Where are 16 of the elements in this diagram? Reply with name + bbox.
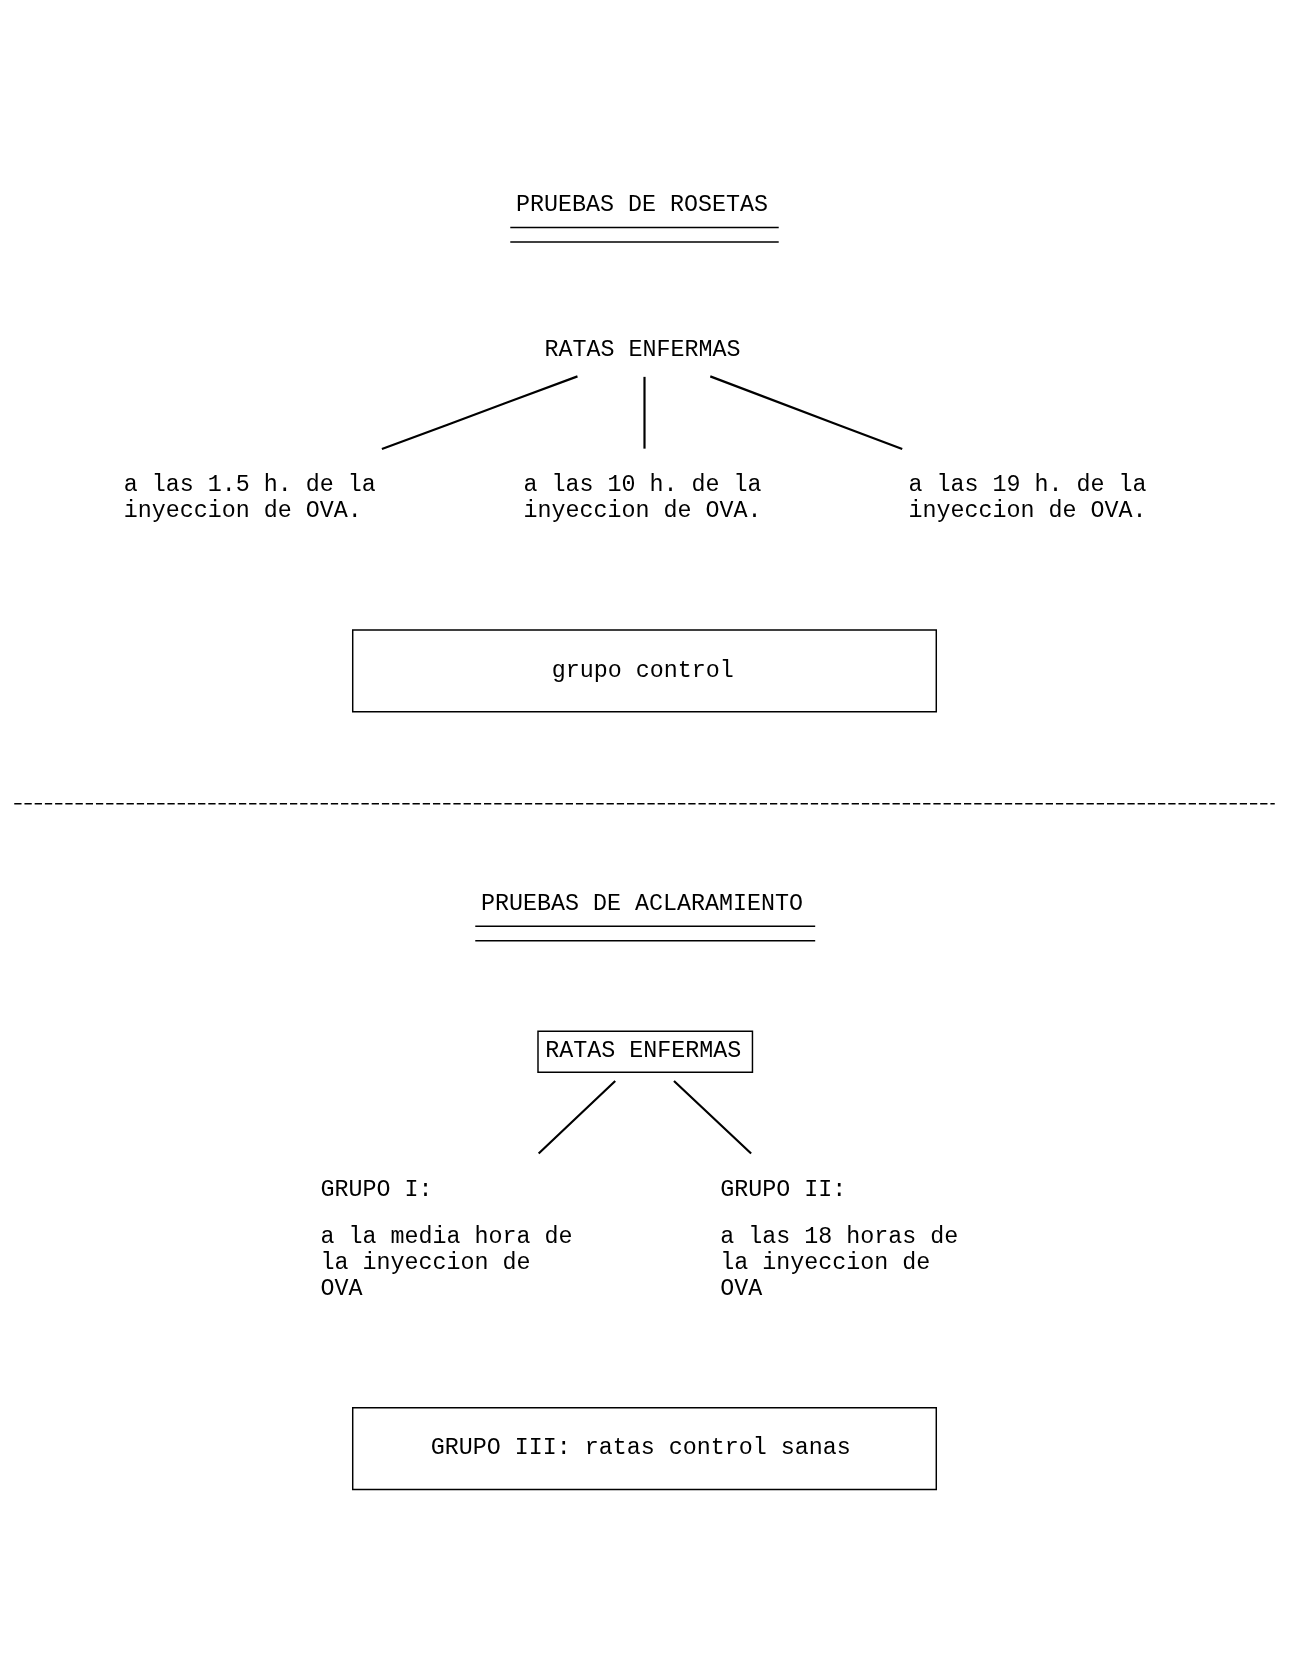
node-text: a las 10 h. de la inyeccion de OVA. xyxy=(523,471,762,524)
node-text: a las 1.5 h. de la inyeccion de OVA. xyxy=(123,471,376,524)
label: PRUEBAS DE ROSETAS xyxy=(516,191,769,218)
label: grupo control xyxy=(551,657,734,683)
node-box: RATAS ENFERMAS xyxy=(537,1030,754,1073)
node-text: GRUPO I: a la media hora de la inyeccion de OVA xyxy=(320,1176,573,1302)
connector xyxy=(673,1079,752,1154)
connector xyxy=(537,1079,616,1154)
connector xyxy=(643,376,646,449)
label: GRUPO III: ratas control sanas xyxy=(430,1434,851,1461)
node-text: a las 19 h. de la inyeccion de OVA. xyxy=(908,471,1147,524)
connector xyxy=(709,374,903,450)
node-text: GRUPO II: a las 18 horas de la inyeccion de OVA xyxy=(720,1176,959,1302)
node-text: RATAS ENFERMAS xyxy=(544,336,741,363)
label: PRUEBAS DE ACLARAMIENTO xyxy=(481,890,804,917)
connector xyxy=(381,374,578,450)
